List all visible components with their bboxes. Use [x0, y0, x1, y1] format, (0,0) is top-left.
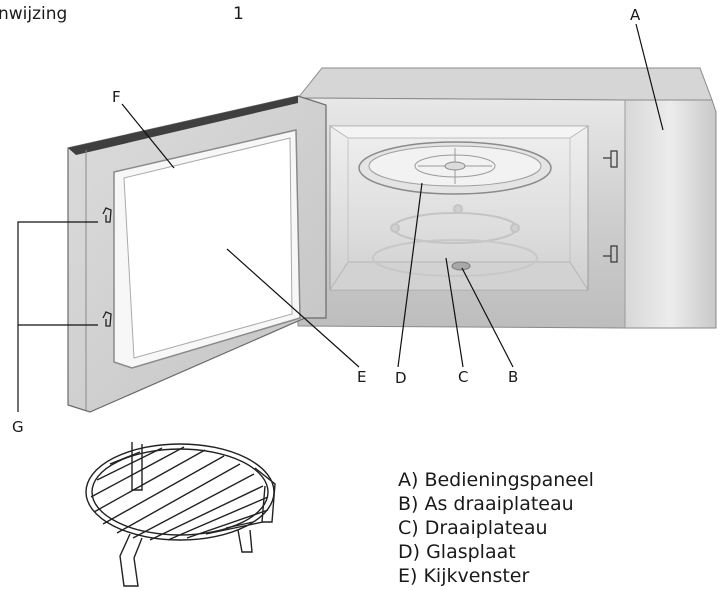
label-f: F — [112, 90, 121, 105]
label-d: D — [395, 371, 407, 386]
label-c: C — [458, 370, 468, 385]
grill-rack — [86, 442, 275, 586]
turntable-shaft — [452, 262, 470, 270]
legend-item: D) Glasplaat — [398, 540, 594, 564]
microwave-door — [68, 96, 326, 412]
label-e: E — [357, 370, 366, 385]
glass-plate — [359, 142, 551, 194]
legend-item: A) Bedieningspaneel — [398, 468, 594, 492]
legend-item: C) Draaiplateau — [398, 516, 594, 540]
legend-item: E) Kijkvenster — [398, 564, 594, 588]
legend: A) Bedieningspaneel B) As draaiplateau C… — [398, 468, 594, 588]
legend-item: B) As draaiplateau — [398, 492, 594, 516]
microwave-body — [298, 68, 716, 328]
label-b: B — [508, 370, 518, 385]
control-panel — [625, 100, 716, 328]
label-g: G — [12, 420, 24, 435]
label-a: A — [630, 8, 640, 23]
